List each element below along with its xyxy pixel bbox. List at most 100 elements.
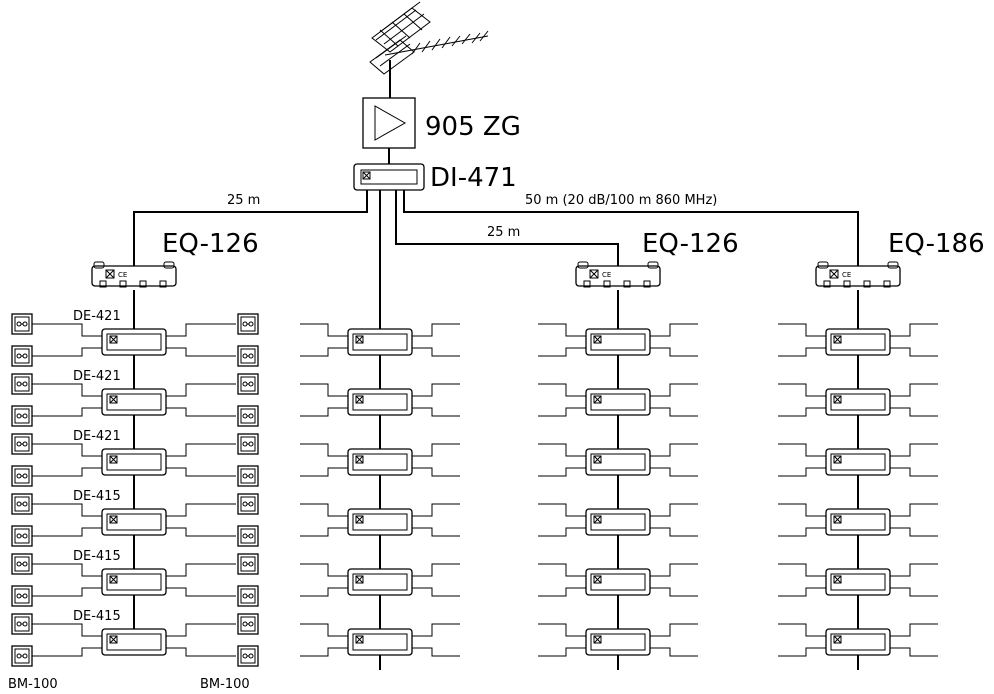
deriver-device: [538, 623, 698, 657]
brand-logo-icon: [109, 635, 118, 644]
equalizers: CE CE CE: [91, 261, 901, 288]
outlet-bm100-icon: [11, 313, 33, 335]
equalizer-device: CE: [815, 261, 901, 288]
deriver-device: [300, 383, 460, 417]
brand-logo-icon: [109, 575, 118, 584]
amplifier-905zg: [362, 97, 416, 149]
outlet-bm100-icon: [237, 645, 259, 667]
deriver-label-2: DE-421: [73, 369, 121, 384]
brand-logo-icon: [833, 335, 842, 344]
brand-logo-icon: [593, 515, 602, 524]
deriver-device: [300, 323, 460, 357]
outlet-bm100-icon: [237, 613, 259, 635]
outlet-bm100-icon: [11, 613, 33, 635]
deriver-label-4: DE-415: [73, 489, 121, 504]
outlet-bm100-icon: [237, 493, 259, 515]
equalizer-label-1: EQ-126: [162, 229, 259, 259]
equalizer-label-3: EQ-186: [888, 229, 985, 259]
deriver-device: [778, 623, 938, 657]
brand-logo-icon: [355, 575, 364, 584]
outlet-bm100-icon: [237, 525, 259, 547]
brand-logo-icon: [593, 335, 602, 344]
outlet-bm100-icon: [11, 553, 33, 575]
trunk-cables: [133, 190, 859, 670]
deriver-device: [778, 563, 938, 597]
deriver-device: [538, 323, 698, 357]
brand-logo-icon: [833, 635, 842, 644]
brand-logo-icon: [109, 515, 118, 524]
outlet-bm100-icon: [11, 433, 33, 455]
amplifier-triangle-icon: [374, 105, 407, 141]
deriver-device: [11, 613, 259, 667]
deriver-device: [11, 493, 259, 547]
brand-logo-icon: [355, 515, 364, 524]
ce-mark: CE: [602, 271, 611, 279]
deriver-device: [11, 433, 259, 487]
outlet-bm100-icon: [237, 433, 259, 455]
brand-logo-icon: [109, 395, 118, 404]
deriver-device: [778, 503, 938, 537]
brand-logo-icon: [593, 395, 602, 404]
cable-label-center: 25 m: [487, 225, 520, 240]
equalizer-device: CE: [575, 261, 661, 288]
outlet-bm100-icon: [237, 553, 259, 575]
derivers: [11, 313, 938, 667]
brand-logo-icon: [355, 395, 364, 404]
brand-logo-icon: [593, 575, 602, 584]
deriver-device: [11, 553, 259, 607]
outlet-bm100-icon: [237, 373, 259, 395]
equalizer-device: CE: [91, 261, 177, 288]
outlet-bm100-icon: [11, 373, 33, 395]
outlet-bm100-icon: [11, 465, 33, 487]
brand-logo-icon: [355, 335, 364, 344]
outlet-bm100-icon: [237, 405, 259, 427]
deriver-device: [778, 383, 938, 417]
brand-logo-icon: [593, 455, 602, 464]
brand-logo-icon: [109, 335, 118, 344]
brand-logo-icon: [833, 575, 842, 584]
outlet-label-left: BM-100: [8, 677, 58, 692]
brand-logo-icon: [833, 515, 842, 524]
deriver-label-1: DE-421: [73, 309, 121, 324]
outlet-bm100-icon: [237, 345, 259, 367]
cable-label-right: 50 m (20 dB/100 m 860 MHz): [525, 193, 717, 208]
ce-mark: CE: [842, 271, 851, 279]
deriver-device: [778, 443, 938, 477]
deriver-label-3: DE-421: [73, 429, 121, 444]
brand-logo-icon: [829, 269, 839, 279]
deriver-device: [778, 323, 938, 357]
outlet-bm100-icon: [11, 525, 33, 547]
deriver-device: [11, 313, 259, 367]
outlet-bm100-icon: [11, 493, 33, 515]
outlet-bm100-icon: [237, 585, 259, 607]
deriver-device: [538, 503, 698, 537]
cable-label-left: 25 m: [227, 193, 260, 208]
brand-logo-icon: [589, 269, 599, 279]
deriver-device: [538, 383, 698, 417]
brand-logo-icon: [833, 395, 842, 404]
deriver-device: [538, 443, 698, 477]
outlet-bm100-icon: [237, 313, 259, 335]
brand-logo-icon: [593, 635, 602, 644]
deriver-device: [11, 373, 259, 427]
deriver-device: [300, 503, 460, 537]
brand-logo-icon: [105, 269, 115, 279]
ce-mark: CE: [118, 271, 127, 279]
outlet-bm100-icon: [11, 345, 33, 367]
deriver-label-6: DE-415: [73, 609, 121, 624]
outlet-label-right: BM-100: [200, 677, 250, 692]
distributor-label: DI-471: [430, 163, 517, 193]
brand-logo-icon: [109, 455, 118, 464]
equalizer-label-2: EQ-126: [642, 229, 739, 259]
deriver-device: [538, 563, 698, 597]
outlet-bm100-icon: [11, 645, 33, 667]
antenna-icon: [369, 1, 489, 98]
amplifier-label: 905 ZG: [425, 112, 521, 142]
brand-logo-icon: [355, 635, 364, 644]
outlet-bm100-icon: [11, 405, 33, 427]
distributor-di471: [353, 163, 425, 191]
brand-logo-icon: [355, 455, 364, 464]
deriver-label-5: DE-415: [73, 549, 121, 564]
deriver-device: [300, 623, 460, 657]
